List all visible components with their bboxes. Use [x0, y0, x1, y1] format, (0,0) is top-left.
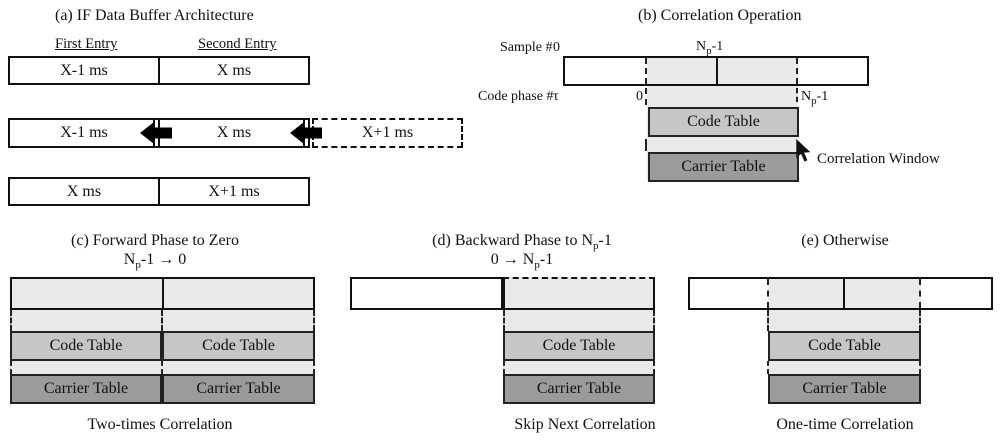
panel-c-band1-dash-left [10, 310, 12, 331]
correlation-window-label: Correlation Window [817, 151, 940, 167]
code-phase-np1-tick: Np-1 [801, 89, 829, 107]
panel-e-band1-dash-right [919, 310, 921, 331]
buffer-row-2: X-1 ms X ms [8, 118, 310, 148]
panel-c-buffer-cell1 [12, 279, 162, 308]
panel-a-title: (a) IF Data Buffer Architecture [55, 7, 254, 24]
sample-np1-tick: Np-1 [696, 39, 724, 57]
panel-d-window-band2 [503, 361, 655, 374]
panel-e-band2-dash-right [919, 361, 921, 374]
panel-c-buffer-cell2 [161, 279, 314, 308]
buffer-row1-cell2: X ms [158, 58, 308, 83]
panel-c-title: (c) Forward Phase to Zero [71, 232, 239, 249]
panel-e-window-band1 [768, 310, 921, 331]
left-arrow-icon [140, 122, 172, 149]
panel-e-buffer-dash-left [767, 279, 769, 308]
panel-d-window-band1 [503, 310, 655, 331]
code-table-box-c1: Code Table [10, 331, 162, 361]
window-left-dash-gap2 [645, 139, 647, 151]
buffer-row2-cell2: X ms [158, 120, 308, 146]
code-phase-tau: τ [553, 89, 559, 104]
buffer-row1-cell1: X-1 ms [60, 61, 108, 79]
code-phase-axis-label: Code phase # [478, 89, 554, 104]
first-entry-header: First Entry [55, 36, 118, 52]
panel-d-title: (d) Backward Phase to Np-1 [432, 232, 612, 253]
panel-e-buffer-divider [843, 279, 845, 308]
cursor-arrow-icon [795, 139, 811, 167]
panel-e-band2-dash-left [767, 361, 769, 374]
panel-d-band1-dash-right [653, 310, 655, 331]
window-right-dash-gap1 [796, 88, 798, 102]
code-table-box-e: Code Table [768, 331, 921, 361]
carrier-table-box-e: Carrier Table [768, 374, 921, 404]
panel-c-band1-dash-mid [161, 310, 163, 331]
window-left-dash-gap1 [645, 88, 647, 105]
second-entry-header: Second Entry [198, 36, 277, 52]
panel-e-buffer-dash-right [919, 279, 921, 308]
panel-d-band1-dash-left [503, 310, 505, 331]
incoming-buffer-label: X+1 ms [361, 124, 414, 141]
carrier-table-box-b: Carrier Table [648, 152, 799, 182]
panel-c-band2-dash-right [313, 361, 315, 374]
panel-d-band2-dash-left [503, 361, 505, 374]
code-table-box-d: Code Table [503, 331, 655, 361]
sample-buffer-box [563, 56, 869, 86]
panel-d-band2-dash-right [653, 361, 655, 374]
panel-b-title: (b) Correlation Operation [638, 7, 802, 24]
panel-e-title: (e) Otherwise [801, 232, 889, 249]
sample-axis-label: Sample # [500, 40, 553, 55]
panel-c-band2-dash-mid [161, 361, 163, 374]
panel-c-caption: Two-times Correlation [87, 416, 233, 433]
panel-d-buffer-right [503, 277, 655, 310]
panel-c-band1-dash-right [313, 310, 315, 331]
panel-c-band2-dash-left [10, 361, 12, 374]
code-phase-zero-tick: 0 [636, 89, 643, 104]
window-right-dash-in-buffer [796, 58, 798, 84]
buffer-row-1: X-1 ms X ms [8, 56, 310, 85]
code-table-box-c2: Code Table [162, 331, 315, 361]
carrier-table-box-d: Carrier Table [503, 374, 655, 404]
code-table-box-b: Code Table [648, 107, 799, 137]
sample-buffer-divider [716, 58, 718, 84]
panel-d-subtitle: 0 → Np-1 [490, 251, 554, 272]
panel-e-caption: One-time Correlation [776, 416, 914, 433]
panel-e-window-band2 [768, 361, 921, 374]
buffer-row3-cell1: X ms [66, 182, 102, 200]
panel-c-buffer-box [10, 277, 315, 310]
panel-d-caption: Skip Next Correlation [514, 416, 656, 433]
left-arrow-icon [290, 122, 322, 149]
buffer-row-3: X ms X+1 ms [8, 177, 310, 206]
panel-e-band1-dash-left [767, 310, 769, 331]
carrier-table-box-c2: Carrier Table [162, 374, 315, 404]
carrier-table-box-c1: Carrier Table [10, 374, 162, 404]
panel-d-buffer-left [350, 277, 503, 310]
panel-c-subtitle: Np-1 → 0 [123, 251, 187, 272]
sample-zero-tick: 0 [553, 40, 560, 55]
buffer-row2-cell1: X-1 ms [60, 124, 108, 141]
buffer-row3-cell2: X+1 ms [158, 179, 308, 204]
window-left-dash-in-buffer [645, 58, 647, 84]
incoming-buffer-box: X+1 ms [312, 118, 463, 148]
